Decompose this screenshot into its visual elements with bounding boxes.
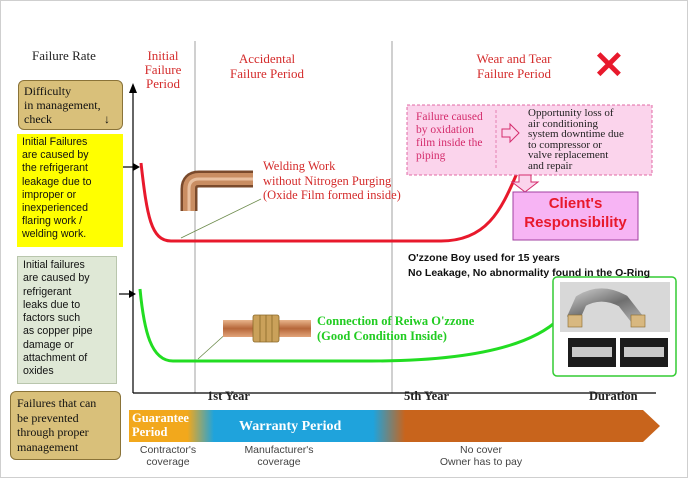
y-axis-arrowhead [129,83,137,93]
ozzone-result-note: No Leakage, No abnormality found in the … [408,267,651,279]
welded-pipe-image [180,170,253,211]
reiwa-fitting-image [223,314,311,343]
coverage-bar [129,410,660,442]
year1-label: 1st Year [207,389,250,403]
down-arrow-to-client [510,174,540,193]
green-failure-curve [138,288,561,363]
red-failure-curve [139,162,519,243]
failure-cross-icon: ✕ [593,45,625,87]
initial-period-label: Initial Failure Period [144,48,182,91]
y-axis-label: Failure Rate [32,48,96,63]
accidental-period-label: Accidental Failure Period [229,51,304,81]
owner-pays-note: No cover Owner has to pay [439,444,523,468]
wear-period-label: Wear and Tear Failure Period [476,51,552,81]
duration-label: Duration [589,389,638,403]
difficulty-text: Difficulty in management, check [24,84,101,126]
difficulty-box: Difficulty in management, check↓ [18,80,123,130]
client-responsibility-label: Client's Responsibility [524,195,627,231]
ozzone-usage-note: O'zzone Boy used for 15 years [408,252,560,264]
manufacturer-coverage: Manufacturer's coverage [244,444,314,468]
reiwa-note: Connection of Reiwa O'zzone (Good Condit… [317,314,475,343]
warranty-period-label: Warranty Period [239,419,342,434]
oxidation-cause-text: Failure caused by oxidation film inside … [416,111,483,162]
prevention-box: Failures that can be prevented through p… [10,391,121,460]
contractor-coverage: Contractor's coverage [139,444,197,468]
welding-connector [180,198,262,239]
guarantee-period-label: Guarantee Period [132,411,189,439]
oxidation-box [406,104,653,176]
welding-note: Welding Work without Nitrogen Purging (O… [263,159,401,202]
down-arrow-icon: ↓ [104,112,110,126]
client-box [512,191,639,241]
oxidation-arrow [501,122,520,144]
initial-failures-green-box: Initial failures are caused by refrigera… [17,256,117,384]
opportunity-loss-text: Opportunity loss of air conditioning sys… [528,107,624,172]
year5-label: 5th Year [404,389,450,403]
initial-failures-yellow-box: Initial Failures are caused by the refri… [17,134,123,247]
